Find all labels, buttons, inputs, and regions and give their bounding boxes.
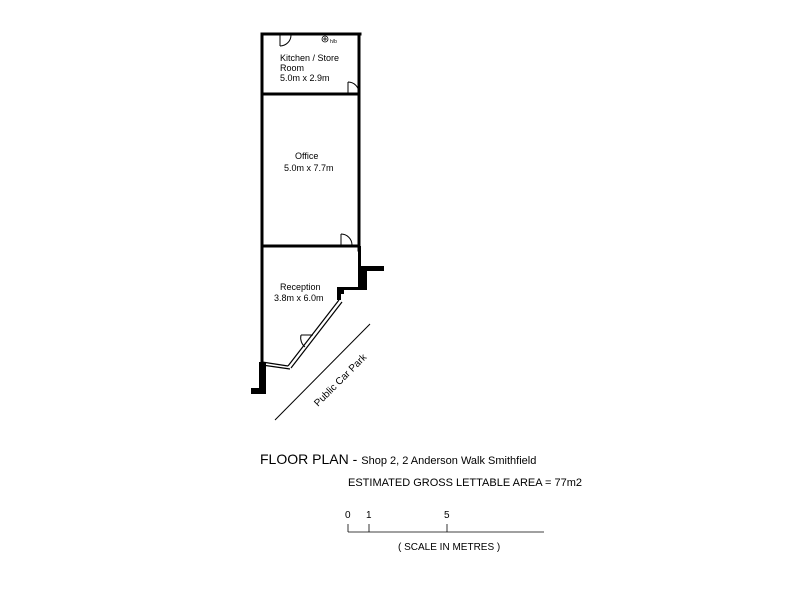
scale-caption: ( SCALE IN METRES ) [398, 542, 501, 553]
outer-walls [260, 32, 362, 364]
scale-label-1: 1 [366, 510, 372, 521]
scale-label-0: 0 [345, 510, 351, 521]
office-dimensions: 5.0m x 7.7m [284, 163, 334, 173]
door-kitchen-office [347, 81, 360, 94]
hand-basin-icon [321, 35, 329, 43]
plan-subtitle: Shop 2, 2 Anderson Walk Smithfield [361, 455, 537, 467]
kitchen-name-line1: Kitchen / Store [280, 53, 339, 63]
scale-bar [347, 524, 544, 533]
door-office-reception [340, 233, 353, 246]
kitchen-dimensions: 5.0m x 2.9m [280, 73, 330, 83]
diagonal-shopfront [261, 299, 343, 370]
reception-name: Reception [280, 282, 321, 292]
door-shopfront [300, 334, 313, 348]
plan-title-main: FLOOR PLAN - [260, 451, 358, 467]
office-name: Office [295, 151, 318, 161]
scale-label-5: 5 [444, 510, 450, 521]
reception-dimensions: 3.8m x 6.0m [274, 293, 324, 303]
car-park-boundary-line [274, 323, 371, 421]
gross-lettable-area: ESTIMATED GROSS LETTABLE AREA = 77m2 [348, 477, 583, 489]
hand-basin-label: h/b [330, 39, 337, 45]
door-front-kitchen [279, 34, 292, 47]
doors [279, 34, 360, 348]
kitchen-name-line2: Room [280, 63, 304, 73]
plan-title: FLOOR PLAN -Shop 2, 2 Anderson Walk Smit… [260, 451, 536, 467]
car-park-label: Public Car Park [312, 352, 370, 410]
corner-wall [251, 362, 266, 394]
stepped-wall [337, 246, 384, 300]
